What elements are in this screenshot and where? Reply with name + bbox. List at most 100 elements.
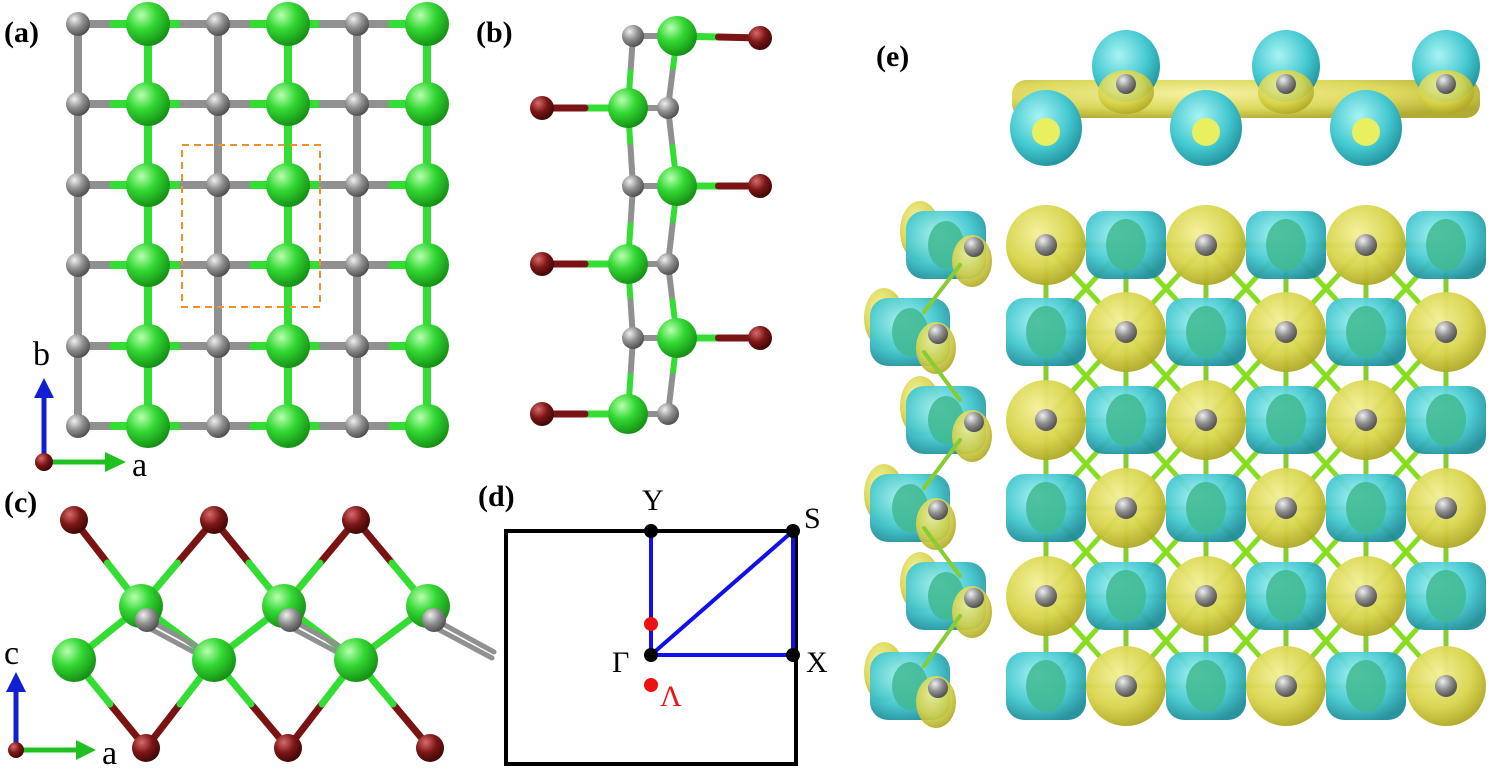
kpoint-gamma-label: Γ	[612, 646, 629, 679]
gray-atom	[1435, 497, 1457, 519]
green-atom-inside	[1346, 660, 1386, 712]
green-atom	[192, 638, 236, 682]
green-atom	[126, 2, 170, 46]
green-atom	[266, 404, 310, 448]
green-atom-inside	[1266, 219, 1306, 271]
red-atom	[342, 506, 370, 534]
gray-atom	[1195, 409, 1217, 431]
green-atom	[126, 243, 170, 287]
green-atom	[608, 244, 648, 284]
gray-atom	[1355, 409, 1377, 431]
axis-c-label: c	[4, 635, 19, 672]
iso-yellow-core	[1192, 118, 1220, 146]
gray-atom	[657, 253, 679, 275]
red-atom	[8, 742, 24, 758]
green-atom	[266, 82, 310, 126]
gray-atom	[928, 500, 948, 520]
red-atom	[748, 326, 772, 350]
panel-a-label: (a)	[4, 16, 39, 49]
green-atom	[126, 82, 170, 126]
panel-b-side-view	[530, 16, 772, 434]
gray-atom	[66, 334, 90, 358]
red-atom	[748, 174, 772, 198]
green-atom	[405, 404, 449, 448]
green-atom-inside	[1346, 306, 1386, 358]
kpoint-gamma-dot	[644, 648, 658, 662]
green-atom	[266, 163, 310, 207]
green-atom	[608, 394, 648, 434]
kpoint-s-dot	[786, 524, 800, 538]
gray-atom	[1355, 585, 1377, 607]
gray-atom	[1115, 675, 1137, 697]
panel-d-brillouin-zone	[504, 524, 800, 766]
gray-atom	[1435, 675, 1457, 697]
gray-atom	[964, 588, 984, 608]
green-atom-inside	[1266, 570, 1306, 622]
red-atom	[60, 506, 88, 534]
gray-atom	[66, 253, 90, 277]
gray-atom	[345, 334, 369, 358]
gray-atom	[206, 253, 230, 277]
red-atom	[530, 96, 554, 120]
gray-atom	[1035, 409, 1057, 431]
gray-atom	[345, 253, 369, 277]
green-atom	[126, 404, 170, 448]
axis-c-arrowhead	[6, 672, 26, 692]
green-atom	[405, 163, 449, 207]
green-atom-inside	[1106, 570, 1146, 622]
k-path	[649, 526, 795, 657]
gray-atom	[1276, 74, 1296, 94]
red-atom	[132, 734, 160, 762]
panel-b-label: (b)	[476, 16, 513, 49]
axis-a-label-top: a	[132, 447, 147, 484]
kpoint-x-label: X	[806, 646, 828, 679]
axis-b-arrowhead	[34, 378, 54, 398]
green-atom-inside	[1106, 219, 1146, 271]
green-atom	[405, 82, 449, 126]
gray-atom	[66, 173, 90, 197]
panel-c-label: (c)	[4, 486, 37, 519]
green-atom-inside	[1186, 482, 1226, 534]
gray-atom	[345, 12, 369, 36]
red-atom	[274, 734, 302, 762]
green-atom	[657, 16, 697, 56]
gray-atom	[657, 403, 679, 425]
gray-atom	[622, 25, 644, 47]
iso-yellow-core	[1032, 118, 1060, 146]
green-atom-inside	[1426, 570, 1466, 622]
green-atom-inside	[1426, 394, 1466, 446]
bond	[922, 438, 962, 490]
gray-atom	[1035, 585, 1057, 607]
axis-a-arrowhead-c	[76, 740, 96, 760]
gray-atom	[1116, 74, 1136, 94]
gray-atom	[1115, 321, 1137, 343]
gray-atom	[66, 92, 90, 116]
gray-atom	[66, 12, 90, 36]
green-atom-inside	[1266, 394, 1306, 446]
green-atom	[405, 2, 449, 46]
gray-atom	[622, 175, 644, 197]
green-atom-inside	[1186, 660, 1226, 712]
gray-atom	[622, 327, 644, 349]
green-atom	[266, 2, 310, 46]
gray-atom	[928, 678, 948, 698]
gray-atom	[206, 334, 230, 358]
green-atom-inside	[1106, 394, 1146, 446]
gray-atom	[1035, 234, 1057, 256]
bond	[922, 263, 962, 314]
panel-e-charge-density	[864, 30, 1486, 728]
bond	[922, 614, 962, 668]
red-atom	[416, 734, 444, 762]
gray-atom	[135, 608, 159, 632]
kpoint-s-label: S	[804, 502, 821, 535]
gray-atom	[1355, 234, 1377, 256]
gray-atom	[345, 414, 369, 438]
red-point-on-path	[644, 617, 658, 631]
gray-atom	[206, 173, 230, 197]
gray-atom	[1115, 497, 1137, 519]
green-atom-inside	[1026, 660, 1066, 712]
red-atom	[748, 26, 772, 50]
gray-atom	[206, 12, 230, 36]
axis-a-label-bottom: a	[102, 735, 117, 772]
panel-d-label: (d)	[478, 480, 515, 513]
